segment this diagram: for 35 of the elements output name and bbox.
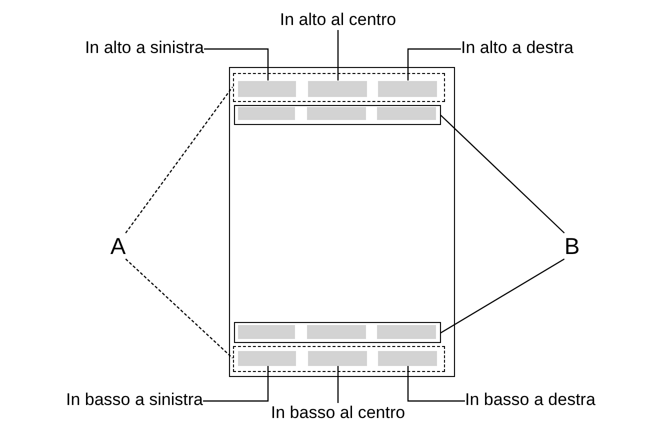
- label-text: In basso a sinistra: [66, 390, 203, 410]
- placeholder-bar: [307, 107, 366, 120]
- label-text: In alto a sinistra: [84, 38, 204, 58]
- label-text: In alto a destra: [461, 38, 574, 58]
- header-band: [234, 322, 440, 342]
- label-text: In alto al centro: [280, 10, 396, 30]
- leader-line: [440, 258, 565, 334]
- leader-line: [204, 48, 269, 80]
- placeholder-bar: [308, 80, 366, 96]
- label-text: In basso a destra: [465, 390, 596, 410]
- header-area: [232, 346, 444, 372]
- callout-letter: A: [110, 233, 126, 259]
- leader-line: [337, 30, 339, 80]
- placeholder-bar: [238, 350, 296, 366]
- label-text: In basso al centro: [270, 403, 406, 423]
- placeholder-bar: [378, 350, 436, 366]
- placeholder-bar: [307, 325, 366, 339]
- page-outline: [229, 67, 455, 377]
- header-band: [234, 104, 440, 124]
- callout-letter: B: [564, 233, 580, 259]
- leader-line: [407, 366, 465, 402]
- leader-line: [125, 258, 233, 358]
- placeholder-bar: [238, 107, 295, 120]
- leader-line: [337, 366, 339, 403]
- leader-line: [440, 114, 565, 234]
- placeholder-bar: [238, 80, 296, 96]
- header-area: [232, 72, 444, 102]
- placeholder-bar: [377, 107, 436, 120]
- leader-line: [125, 86, 233, 234]
- leader-line: [203, 366, 269, 402]
- placeholder-bar: [238, 325, 295, 339]
- placeholder-bar: [377, 325, 436, 339]
- leader-line: [407, 48, 461, 80]
- placeholder-bar: [378, 80, 436, 96]
- placeholder-bar: [308, 350, 366, 366]
